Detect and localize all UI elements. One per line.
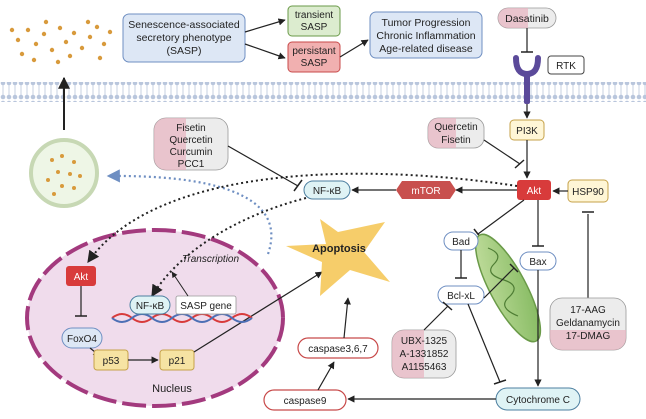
- fisetin-inhibit-line: [227, 145, 299, 187]
- hsp90-drug-3: 17-DMAG: [566, 331, 611, 342]
- dasatinib-label: Dasatinib: [505, 13, 549, 25]
- bad-label: Bad: [452, 237, 470, 248]
- bclxl-inhibit-bax-line: [483, 267, 515, 299]
- akt-box: [517, 180, 551, 200]
- mitochondrion-icon: [474, 233, 542, 343]
- sasp-line-1: Senescence-associated: [128, 19, 240, 31]
- nucleus: [25, 228, 285, 408]
- sasp-line-2: secretory phenotype: [136, 32, 231, 44]
- foxo4-box: [61, 327, 103, 349]
- fisetin-drug-2: Quercetin: [169, 135, 212, 146]
- caspase9-label: caspase9: [284, 396, 327, 407]
- mtor-label: mTOR: [411, 186, 440, 197]
- persistant-line-1: persistant: [292, 46, 336, 57]
- p21-label: p21: [169, 356, 186, 367]
- outcomes-box: [369, 11, 483, 59]
- p53-label: p53: [103, 356, 120, 367]
- akt-inhibit-bad-line: [477, 199, 525, 235]
- fisetin-group-accent: [154, 118, 186, 170]
- caspase367-to-apoptosis: [343, 297, 351, 339]
- fisetin-drug-3: Curcumin: [170, 147, 213, 158]
- quercetin-inhibit-bar: [514, 159, 525, 169]
- hsp90-label: HSP90: [572, 187, 604, 198]
- p21-to-apoptosis: [193, 271, 323, 353]
- outcome-line-1: Tumor Progression: [382, 17, 471, 29]
- p21-box: [159, 349, 195, 371]
- fisetin-drug-1: Fisetin: [176, 123, 205, 134]
- rtk-box: [547, 55, 585, 75]
- foxo4-label: FoxO4: [67, 334, 97, 345]
- nuclear-nfkb-box: [129, 295, 171, 315]
- pi3k-label: PI3K: [516, 126, 538, 137]
- nuclear-nfkb-label: NF-κB: [136, 301, 165, 312]
- transient-line-1: transient: [295, 10, 334, 21]
- sasp-gene-box: [175, 295, 237, 315]
- senescent-cell-icon: [29, 138, 99, 208]
- ubx-inhibit-line: [423, 305, 449, 331]
- sasp-gene-label: SASP gene: [180, 301, 232, 312]
- fisetin-drug-4: PCC1: [178, 159, 205, 170]
- bclxl-inhibit-cyto-bar: [493, 379, 507, 385]
- sasp-box: [122, 13, 246, 63]
- caspase9-to-caspase367: [317, 361, 335, 391]
- caspase367-label: caspase3,6,7: [308, 344, 368, 355]
- fisetin-inhibit-bar: [293, 179, 303, 192]
- akt-to-nuclear-akt-dotted: [87, 172, 518, 263]
- caspase367-box: [297, 337, 379, 359]
- apoptosis-label: Apoptosis: [312, 243, 366, 255]
- caspase9-box: [263, 389, 347, 411]
- quercetin-inhibit-line: [483, 139, 521, 165]
- bcl-inhibitor-accent: [392, 330, 424, 378]
- secreted-factors: [9, 19, 113, 65]
- sasp-line-3: (SASP): [166, 45, 201, 57]
- nuclear-akt-box: [66, 266, 96, 286]
- bcl-drug-1: UBX-1325: [401, 336, 448, 347]
- transcription-arrow: [171, 271, 189, 297]
- bclxl-inhibit-cyto-line: [467, 303, 501, 383]
- pi3k-drug-2: Fisetin: [441, 135, 470, 146]
- arrow-to-outcomes: [339, 39, 369, 58]
- arrow-to-persistant: [244, 43, 286, 60]
- ubx-inhibit-bar: [442, 301, 453, 311]
- persistant-line-2: SASP: [301, 58, 328, 69]
- bcl-drug-2: A-1331852: [400, 349, 449, 360]
- outcome-line-3: Age-related disease: [379, 43, 473, 55]
- transcription-label: Transcription: [182, 254, 239, 265]
- cytochrome-c-label: Cytochrome C: [506, 395, 570, 406]
- hsp90-drug-1: 17-AAG: [570, 305, 606, 316]
- bclxl-inhibit-bax-bar: [509, 263, 519, 273]
- mtor-box: [396, 181, 456, 199]
- bax-label: Bax: [529, 257, 546, 268]
- outcome-line-2: Chronic Inflammation: [376, 30, 475, 42]
- bclxl-label: Bcl-xL: [447, 291, 475, 302]
- nfkb-box: [303, 180, 351, 200]
- rtk-receptor-icon: [513, 55, 541, 104]
- arrow-to-transient: [244, 18, 286, 33]
- cell-membrane: [0, 82, 646, 102]
- apoptosis-star: [286, 219, 390, 296]
- bcl-drug-3: A1155463: [402, 362, 447, 373]
- hsp90-inhibitor-accent: [550, 330, 626, 350]
- nuclear-akt-label: Akt: [74, 272, 89, 283]
- quercetin-fisetin-accent: [428, 118, 456, 148]
- transient-line-2: SASP: [301, 22, 328, 33]
- nfkb-label: NF-κB: [313, 186, 342, 197]
- pi3k-drug-1: Quercetin: [434, 122, 477, 133]
- hsp90-drug-2: Geldanamycin: [556, 318, 620, 329]
- bclxl-box: [437, 285, 485, 305]
- rtk-label: RTK: [556, 61, 576, 72]
- nucleus-label: Nucleus: [152, 383, 192, 395]
- dasatinib-pill-accent: [498, 8, 528, 28]
- transient-sasp-box: [287, 5, 341, 37]
- akt-label: Akt: [527, 186, 542, 197]
